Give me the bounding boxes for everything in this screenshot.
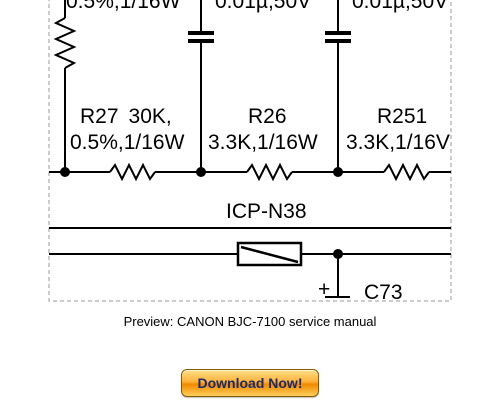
preview-caption: Preview: CANON BJC-7100 service manual bbox=[123, 314, 377, 329]
capacitor-mid bbox=[188, 0, 214, 172]
r251-rating: 3.3K,1/16V bbox=[346, 131, 450, 154]
c73-label: C73 bbox=[364, 281, 403, 304]
net-label: ICP-N38 bbox=[226, 200, 307, 223]
junction-dot bbox=[333, 167, 343, 177]
top-label-mid: 0.01µ,50V bbox=[215, 0, 311, 13]
r27-rating: 0.5%,1/16W bbox=[70, 131, 185, 154]
schematic-diagram: 0.5%,1/16W 0.01µ,50V 0.01µ,50V bbox=[48, 0, 452, 304]
inductor-box bbox=[236, 241, 303, 267]
r26-label: R26 bbox=[248, 105, 287, 128]
top-label-right: 0.01µ,50V bbox=[352, 0, 448, 13]
capacitor-c73 bbox=[325, 254, 350, 298]
resistor-bus bbox=[49, 162, 451, 182]
r251-label: R251 bbox=[377, 105, 427, 128]
junction-dot bbox=[60, 167, 70, 177]
download-now-button[interactable]: Download Now! bbox=[181, 369, 319, 397]
top-label-left: 0.5%,1/16W bbox=[66, 0, 181, 13]
capacitor-right bbox=[325, 0, 351, 172]
r26-rating: 3.3K,1/16W bbox=[208, 131, 318, 154]
junction-dot bbox=[196, 167, 206, 177]
vertical-resistor bbox=[53, 0, 77, 172]
preview-frame bbox=[48, 0, 452, 302]
polarity-mark: + bbox=[318, 278, 330, 301]
download-button-label: Download Now! bbox=[197, 375, 303, 391]
